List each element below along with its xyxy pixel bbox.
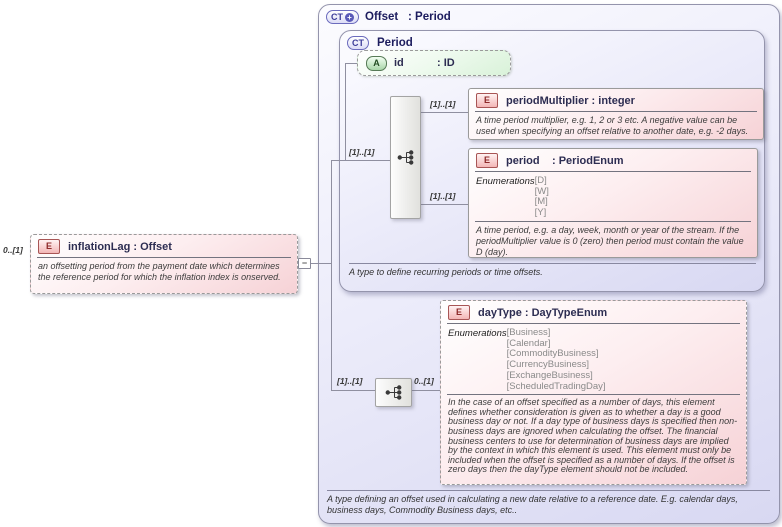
enumeration-value: [ExchangeBusiness]: [506, 369, 593, 381]
complex-type-offset-basetype: : Period: [408, 11, 451, 23]
complex-type-offset-annotation: A type defining an offset used in calcul…: [327, 490, 770, 516]
attribute-id[interactable]: A id : ID: [357, 50, 511, 76]
element-period-name: period: [506, 154, 540, 167]
sequence-icon: [397, 150, 413, 165]
complex-type-offset-header: CT+ Offset : Period: [319, 5, 779, 24]
attribute-badge: A: [366, 55, 387, 71]
element-inflation-lag[interactable]: E inflationLag : Offset an offsetting pe…: [30, 234, 298, 294]
enumerations-label: Enumerations: [448, 328, 507, 339]
ct-badge-label: CT: [331, 12, 343, 22]
element-period-multiplier-header: E periodMultiplier : integer: [469, 89, 763, 111]
enumeration-value: [CommodityBusiness]: [506, 348, 599, 360]
element-period-type: : PeriodEnum: [552, 154, 624, 167]
enumeration-values: [D] [W] [M] [Y]: [534, 175, 549, 219]
collapse-button[interactable]: −: [298, 258, 311, 269]
sequence-icon: [385, 385, 401, 400]
cardinality-inflation-lag: 0..[1]: [3, 245, 23, 255]
enumeration-value: [ScheduledTradingDay]: [506, 380, 606, 392]
element-badge: E: [476, 153, 498, 168]
divider: [37, 257, 291, 258]
enumeration-value: [CurrencyBusiness]: [506, 359, 589, 371]
enumeration-value: [Business]: [506, 327, 551, 338]
complex-type-badge: CT: [347, 36, 369, 50]
divider: [447, 323, 740, 324]
element-day-type-name: dayType : DayTypeEnum: [478, 306, 608, 319]
element-day-type-header: E dayType : DayTypeEnum: [441, 301, 746, 323]
divider: [475, 220, 751, 222]
enumerations-label: Enumerations: [476, 176, 535, 187]
element-day-type-doc: In the case of an offset specified as a …: [448, 397, 738, 475]
element-badge: E: [38, 239, 60, 254]
enumeration-value: [D]: [534, 175, 547, 186]
enumeration-value: [W]: [534, 185, 549, 197]
complex-type-period-annotation: A type to define recurring periods or ti…: [349, 263, 756, 278]
connector-line: [331, 390, 375, 391]
complex-type-period-header: CT Period: [340, 31, 764, 50]
cardinality-sequence: [1]..[1]: [349, 147, 375, 157]
enumeration-value: [M]: [534, 196, 548, 208]
element-inflation-lag-name: inflationLag : Offset: [68, 240, 172, 253]
connector-line: [419, 204, 468, 205]
ct-badge-label: CT: [352, 38, 364, 48]
element-period-multiplier-doc: A time period multiplier, e.g. 1, 2 or 3…: [476, 115, 749, 136]
cardinality-day-type: 0..[1]: [414, 376, 434, 386]
divider: [475, 111, 757, 112]
attribute-id-name: id: [394, 57, 404, 69]
element-day-type-enumerations: Enumerations [Business] [Calendar] [Comm…: [441, 324, 746, 394]
element-period-multiplier[interactable]: E periodMultiplier : integer A time peri…: [468, 88, 764, 140]
sequence-compositor[interactable]: [390, 96, 421, 219]
connector-line: [419, 112, 468, 113]
element-inflation-lag-header: E inflationLag : Offset: [31, 235, 297, 257]
complex-type-plus-badge: CT+: [326, 10, 359, 24]
cardinality-extension-sequence: [1]..[1]: [337, 376, 363, 386]
element-period-enumerations: Enumerations [D] [W] [M] [Y]: [469, 172, 757, 221]
enumeration-value: [Calendar]: [506, 337, 551, 349]
cardinality-period: [1]..[1]: [430, 191, 456, 201]
enumeration-value: [Y]: [534, 207, 547, 219]
plus-icon: +: [345, 12, 354, 22]
element-day-type[interactable]: E dayType : DayTypeEnum Enumerations [Bu…: [440, 300, 747, 485]
connector-line: [311, 263, 331, 264]
enumeration-values: [Business] [Calendar] [CommodityBusiness…: [506, 327, 606, 392]
element-badge: E: [476, 93, 498, 108]
complex-type-offset-name: Offset: [365, 11, 399, 23]
element-period-doc: A time period, e.g. a day, week, month o…: [476, 224, 744, 257]
connector-line: [410, 390, 440, 391]
connector-trunk-line: [331, 160, 332, 390]
extension-sequence-compositor[interactable]: [375, 378, 412, 407]
complex-type-period-name: Period: [377, 37, 413, 49]
element-period-header: E period : PeriodEnum: [469, 149, 757, 171]
connector-line: [345, 63, 346, 160]
element-badge: E: [448, 305, 470, 320]
divider: [475, 171, 751, 172]
connector-line: [345, 63, 357, 64]
cardinality-period-multiplier: [1]..[1]: [430, 99, 456, 109]
element-period[interactable]: E period : PeriodEnum Enumerations [D] […: [468, 148, 758, 258]
connector-line: [331, 160, 390, 161]
divider: [447, 394, 740, 396]
element-period-multiplier-name: periodMultiplier : integer: [506, 94, 635, 107]
attribute-id-type: : ID: [437, 57, 455, 69]
element-inflation-lag-doc: an offsetting period from the payment da…: [38, 261, 281, 282]
